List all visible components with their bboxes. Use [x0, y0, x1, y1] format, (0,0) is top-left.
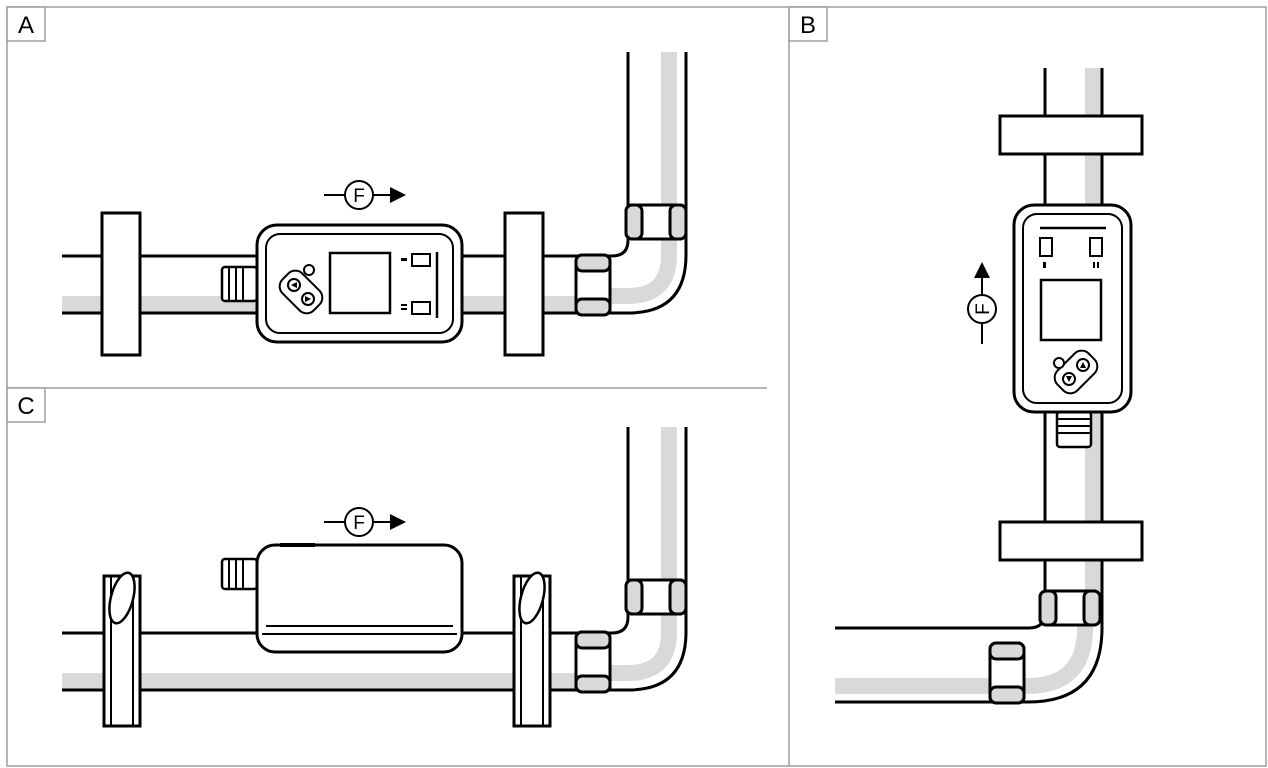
- panel-label-a: A: [6, 6, 46, 42]
- pipe-fitting: [574, 253, 612, 317]
- frame: [6, 6, 1267, 767]
- svg-text:F: F: [353, 513, 365, 534]
- panel-b-installation: F: [835, 68, 1144, 705]
- pipe-flange: [998, 520, 1144, 562]
- panel-label-c: C: [6, 387, 46, 423]
- pipe-fitting: [624, 578, 688, 616]
- svg-text:B: B: [800, 12, 816, 39]
- pipe-clamp: [102, 571, 142, 728]
- flow-direction-indicator: F: [324, 180, 406, 210]
- pipe-flange: [998, 114, 1144, 156]
- flow-sensor-vertical: [1012, 203, 1133, 449]
- pipe-flange: [100, 211, 142, 357]
- pipe-fitting: [624, 203, 688, 241]
- svg-text:A: A: [18, 12, 34, 39]
- panel-label-b: B: [788, 6, 828, 42]
- svg-text:F: F: [353, 186, 365, 207]
- pipe-fitting: [574, 630, 612, 694]
- button-group: [1053, 349, 1099, 395]
- svg-text:F: F: [973, 303, 994, 315]
- panel-c-installation: F: [62, 427, 688, 728]
- panel-a-installation: F: [62, 52, 688, 357]
- pipe-fitting: [988, 641, 1026, 705]
- svg-text:C: C: [17, 393, 34, 420]
- button-group: [278, 264, 324, 315]
- flow-sensor-top-view: [220, 223, 464, 344]
- flow-direction-indicator: F: [967, 262, 997, 344]
- pipe-fitting: [1038, 589, 1102, 627]
- flow-sensor-side-view: [220, 543, 464, 654]
- flow-direction-indicator: F: [324, 507, 406, 537]
- pipe-flange: [503, 211, 545, 357]
- pipe-clamp: [512, 571, 552, 728]
